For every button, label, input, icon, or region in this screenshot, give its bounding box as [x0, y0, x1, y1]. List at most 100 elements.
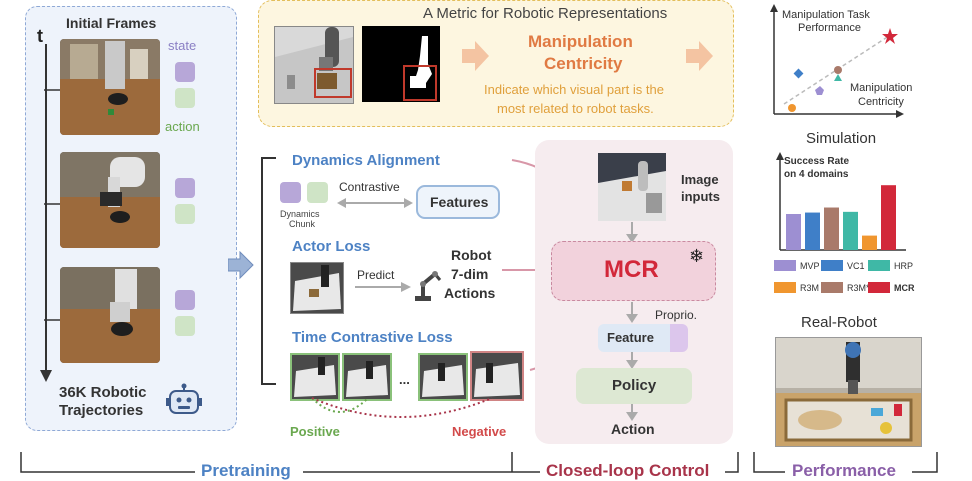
closed-loop-section-label: Closed-loop Control [546, 461, 710, 480]
legend-swatch [821, 282, 843, 293]
bar-vc1 [805, 212, 820, 250]
action-output-label: Action [611, 421, 655, 437]
hrp-point [834, 74, 842, 81]
state-label: state [168, 38, 197, 53]
image-inputs-line1: Image [681, 172, 719, 187]
corr-xlabel-line2: Centricity [858, 96, 904, 108]
features-label: Features [430, 194, 489, 210]
image-input [598, 153, 666, 221]
negative-frame [470, 351, 524, 401]
predict-arrow [355, 282, 411, 292]
contrastive-label: Contrastive [339, 180, 400, 194]
frozen-snowflake-icon: ❄ [689, 246, 705, 266]
trajectories-line1: 36K Robotic [59, 384, 147, 401]
action-label: action [165, 119, 200, 134]
mcr-label: MCR [604, 256, 659, 283]
bar-r3m-star [824, 207, 839, 250]
metric-desc-line2: most related to robot tasks. [497, 101, 654, 116]
bar-hrp [843, 211, 858, 250]
actor-scene-image [290, 262, 344, 314]
dynamics-alignment-title: Dynamics Alignment [292, 152, 440, 169]
correlation-plot [770, 4, 904, 118]
actor-loss-title: Actor Loss [292, 238, 371, 255]
features-box [416, 185, 500, 219]
r3m-point [788, 104, 796, 112]
legend-swatch [868, 260, 890, 271]
dynamics-chunk-action-square [307, 182, 328, 203]
proprio-label: Proprio. [655, 308, 698, 322]
losses-bracket [261, 157, 276, 385]
positive-label: Positive [290, 424, 340, 439]
mcr-encoder-box [551, 241, 716, 301]
simulation-title: Simulation [806, 130, 877, 147]
image-to-mcr-arrow [626, 222, 638, 243]
metric-title: A Metric for Robotic Representations [423, 5, 668, 22]
legend-item-r3m: R3M [774, 282, 819, 293]
r3m-star-point [834, 66, 842, 74]
performance-section-label: Performance [792, 461, 896, 480]
real-robot-title: Real-Robot [801, 314, 877, 331]
state-square-3 [175, 290, 195, 310]
policy-to-action-arrow [626, 404, 638, 421]
metric-scene-image [274, 26, 354, 104]
legend-item-mcr: MCR [868, 282, 915, 293]
robot-actions-line2: 7-dim [451, 266, 489, 282]
corr-xlabel-line1: Manipulation [850, 82, 913, 94]
policy-box [576, 368, 692, 404]
trajectory-frame-1 [60, 39, 160, 135]
metric-arrow-right-icon [686, 41, 713, 71]
state-square-1 [175, 62, 195, 82]
mvp-point [815, 86, 824, 95]
negative-label: Negative [452, 424, 507, 439]
legend-label: HRP [894, 260, 914, 271]
policy-label: Policy [612, 377, 657, 394]
legend-item-hrp: HRP [868, 260, 913, 271]
time-contrastive-links [311, 397, 493, 418]
feature-label: Feature [607, 330, 654, 345]
image-inputs-line2: inputs [681, 189, 720, 204]
real-robot-image [775, 337, 922, 447]
legend-label: VC1 [847, 260, 865, 271]
section-brackets [20, 452, 938, 473]
bar-r3m [862, 235, 877, 250]
trajectory-frame-3 [60, 267, 160, 363]
dynamics-chunk-line2: Chunk [289, 219, 316, 229]
positive-frame-1 [290, 353, 340, 401]
dynamics-chunk-state-square [280, 182, 301, 203]
state-square-2 [175, 178, 195, 198]
mcr-to-feature-arrow [626, 302, 638, 323]
feature-box [598, 324, 670, 352]
robot-actions-line3: Actions [444, 285, 496, 301]
robot-actions-line1: Robot [451, 247, 492, 263]
time-axis-arrow [40, 44, 52, 382]
initial-frames-label: Initial Frames [66, 15, 157, 31]
anchor-frame [418, 353, 468, 401]
positive-frame-2 [342, 353, 392, 401]
legend-swatch [774, 260, 796, 271]
mcr-star-icon [882, 28, 898, 44]
robot-arm-icon [415, 271, 442, 301]
action-square-3 [175, 316, 195, 336]
dynamics-chunk-line1: Dynamics [280, 209, 320, 219]
legend-label: R3M* [847, 282, 870, 293]
legend-item-vc1: VC1 [821, 260, 865, 271]
metric-mask-image [362, 26, 440, 102]
metric-name-line2: Centricity [544, 54, 623, 73]
action-square-2 [175, 204, 195, 224]
legend-swatch [821, 260, 843, 271]
legend-swatch [774, 282, 796, 293]
vc1-point [793, 68, 804, 79]
legend-swatch [868, 282, 890, 293]
metric-name-line1: Manipulation [528, 32, 633, 51]
pretraining-section-label: Pretraining [201, 461, 291, 480]
contrastive-double-arrow [337, 198, 413, 208]
bar-mvp [786, 214, 801, 250]
bar-mcr [881, 185, 896, 250]
action-square-1 [175, 88, 195, 108]
success-rate-line1: Success Rate [784, 156, 850, 167]
bar-chart-y-arrow [776, 152, 784, 160]
time-axis-label: t [37, 26, 43, 46]
legend-label: MCR [894, 282, 915, 293]
metric-desc-line1: Indicate which visual part is the [484, 82, 664, 97]
